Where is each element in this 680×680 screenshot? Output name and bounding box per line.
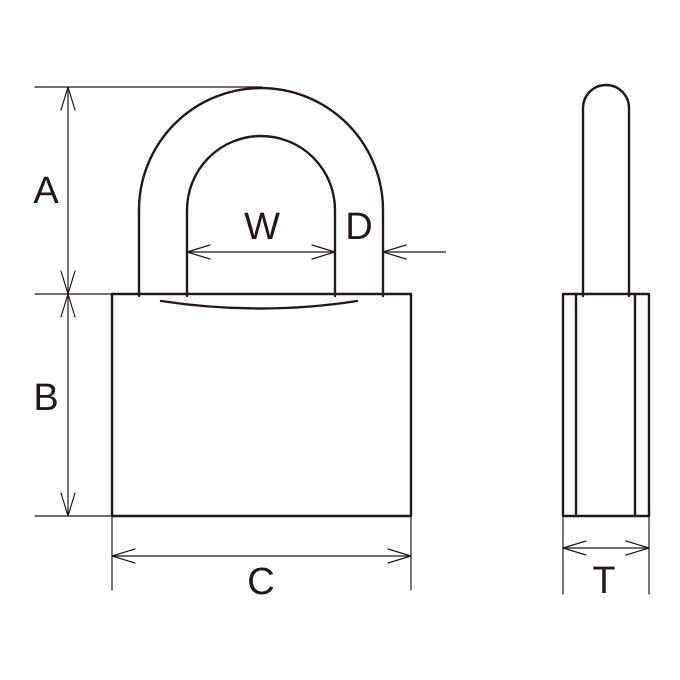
shackle-inner xyxy=(185,134,337,298)
dimension-w: W xyxy=(186,206,336,260)
dimension-a-label: A xyxy=(33,170,59,212)
dimension-d-label: D xyxy=(345,206,372,248)
padlock-body-side xyxy=(561,292,651,518)
dimension-t: T xyxy=(562,540,650,602)
dimension-t-arrow-left xyxy=(562,540,587,556)
dimension-w-arrow-right xyxy=(311,244,336,260)
extension-lines xyxy=(34,86,650,595)
dimension-c-arrow-left xyxy=(111,548,136,564)
dimension-d: D xyxy=(345,206,446,260)
dimension-w-arrow-left xyxy=(186,244,211,260)
padlock-front-view xyxy=(110,86,413,518)
dimension-d-arrow xyxy=(382,244,407,260)
padlock-side-view xyxy=(561,83,651,518)
dimension-t-label: T xyxy=(592,560,615,602)
dimension-a: A xyxy=(33,86,76,295)
dimension-c: C xyxy=(111,548,412,603)
dimension-b-label: B xyxy=(33,377,58,419)
shackle-side xyxy=(581,83,631,298)
dimension-b: B xyxy=(33,293,76,517)
dimension-w-label: W xyxy=(244,206,280,248)
dimension-a-arrow-top xyxy=(60,86,76,111)
dimension-b-arrow-bottom xyxy=(60,492,76,517)
padlock-body xyxy=(110,292,413,518)
dimension-t-arrow-right xyxy=(625,540,650,556)
dimension-b-arrow-top xyxy=(60,293,76,318)
shackle-outer xyxy=(137,86,385,298)
body-top-curve xyxy=(159,299,359,310)
dimension-c-label: C xyxy=(247,561,274,603)
dimension-c-arrow-right xyxy=(387,548,412,564)
